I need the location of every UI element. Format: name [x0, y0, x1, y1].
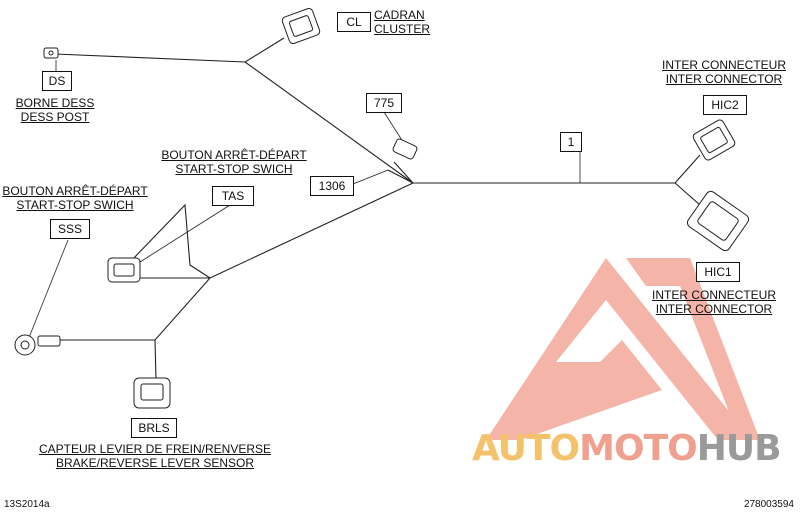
connector-775 [392, 138, 418, 160]
connector-sss [14, 334, 61, 356]
connector-brls [133, 377, 171, 409]
label-sss-line1: BOUTON ARRÊT-DÉPART [2, 184, 148, 198]
code-sss: SSS [50, 219, 90, 239]
code-775: 775 [366, 93, 402, 113]
connector-tas [107, 257, 141, 283]
label-hic2-line1: INTER CONNECTEUR [661, 58, 786, 72]
label-hic2: INTER CONNECTEUR INTER CONNECTOR [656, 58, 792, 86]
label-hic2-line2: INTER CONNECTOR [665, 72, 783, 86]
label-hic1-line2: INTER CONNECTOR [655, 302, 773, 316]
watermark-logo [486, 258, 760, 440]
label-hic1: INTER CONNECTEUR INTER CONNECTOR [646, 288, 782, 316]
leader-lines [27, 60, 581, 341]
figure-id: 13S2014a [4, 499, 50, 510]
connector-hic1 [686, 190, 750, 252]
harness-wires [54, 37, 701, 381]
label-ds: BORNE DESS DESS POST [12, 96, 98, 124]
label-brls: CAPTEUR LEVIER DE FREIN/RENVERSE BRAKE/R… [30, 442, 280, 470]
label-hic1-line1: INTER CONNECTEUR [651, 288, 776, 302]
label-ds-line1: BORNE DESS [15, 96, 95, 110]
code-1: 1 [560, 132, 582, 152]
code-hic1: HIC1 [696, 262, 740, 282]
code-hic2: HIC2 [703, 95, 747, 115]
label-cl-line1: CADRAN [374, 8, 425, 22]
watermark-moto: MOTO [579, 428, 698, 469]
connector-cl [281, 7, 321, 45]
label-cl: CADRAN CLUSTER [374, 8, 430, 36]
label-ds-line2: DESS POST [20, 110, 90, 124]
code-tas: TAS [212, 186, 254, 206]
code-1306: 1306 [310, 176, 354, 196]
code-ds: DS [42, 71, 72, 91]
code-brls: BRLS [131, 418, 177, 438]
label-brls-line1: CAPTEUR LEVIER DE FREIN/RENVERSE [38, 442, 272, 456]
watermark-hub: HUB [696, 428, 782, 469]
label-brls-line2: BRAKE/REVERSE LEVER SENSOR [55, 456, 255, 470]
label-tas-line1: BOUTON ARRÊT-DÉPART [161, 148, 307, 162]
code-cl: CL [337, 12, 371, 32]
connector-ds [43, 47, 59, 59]
label-tas-line2: START-STOP SWICH [175, 162, 293, 176]
label-cl-line2: CLUSTER [374, 22, 431, 36]
watermark-text: AUTOMOTOHUB [472, 428, 782, 469]
connector-hic2 [692, 119, 736, 161]
watermark-auto: AUTO [472, 428, 580, 469]
label-sss-line2: START-STOP SWICH [16, 198, 134, 212]
label-tas: BOUTON ARRÊT-DÉPART START-STOP SWICH [158, 148, 310, 176]
part-number: 278003594 [743, 499, 794, 510]
label-sss: BOUTON ARRÊT-DÉPART START-STOP SWICH [0, 184, 150, 212]
